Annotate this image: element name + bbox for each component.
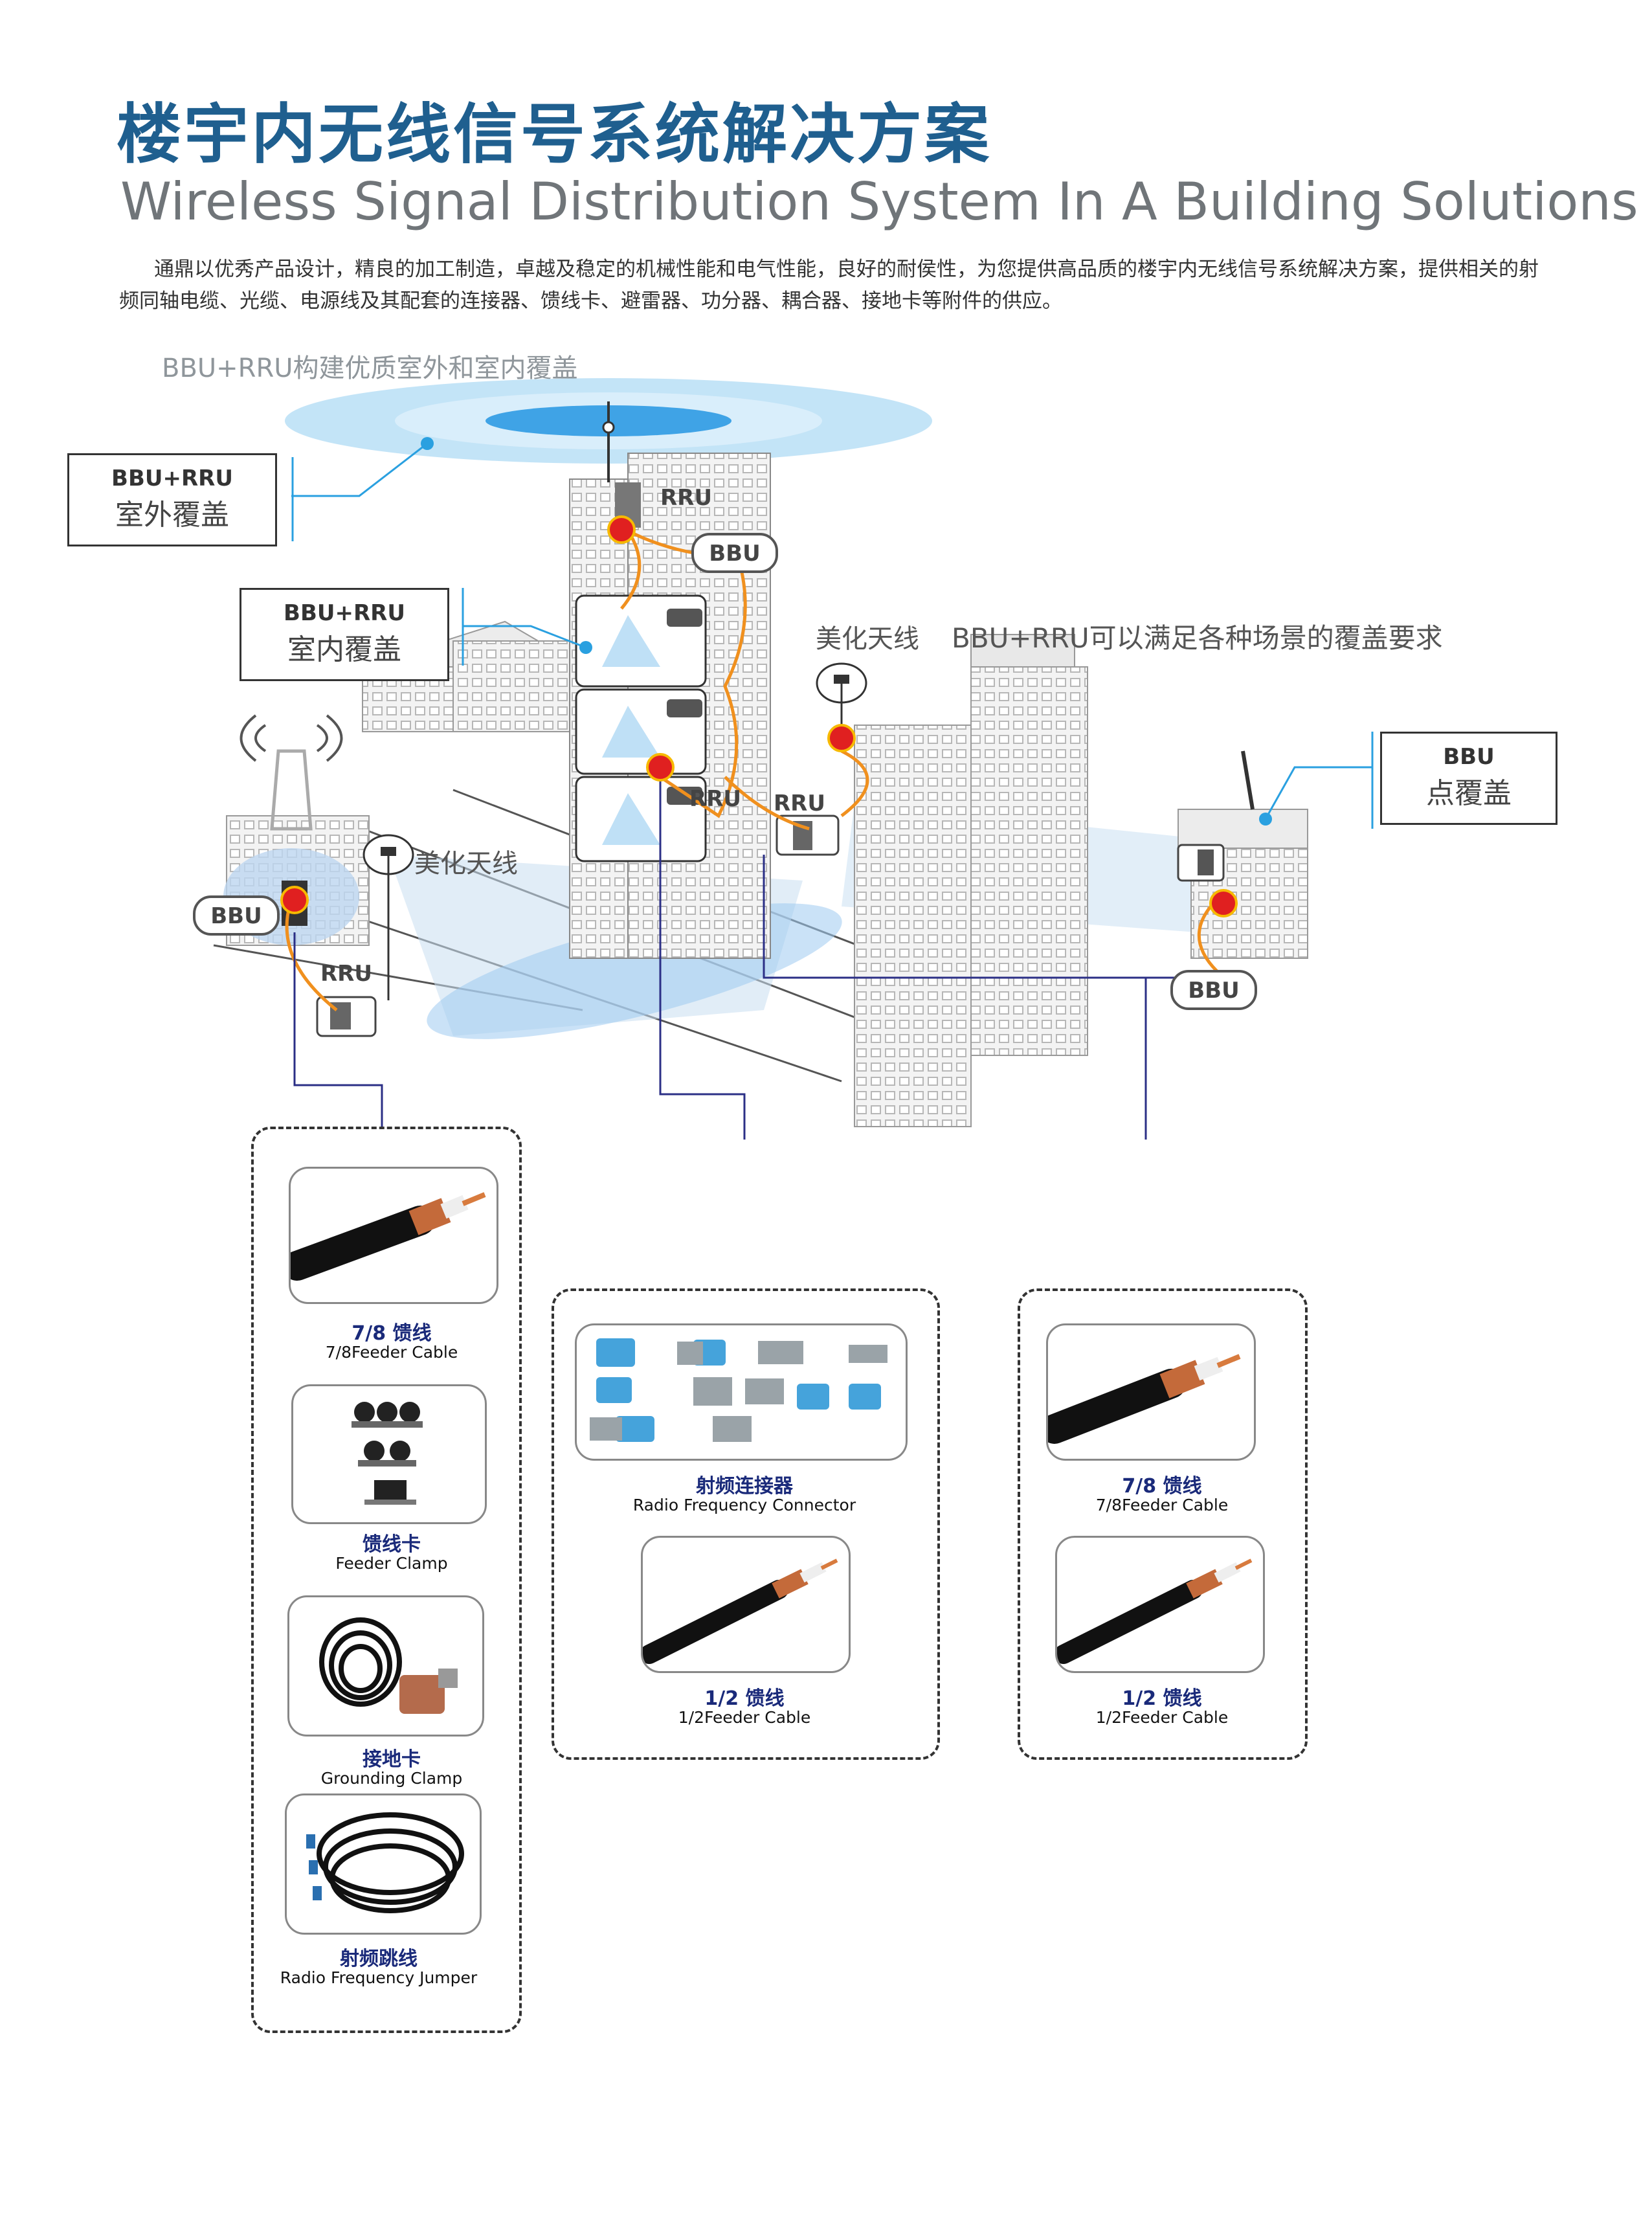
page-title: 楼宇内无线信号系统解决方案 <box>117 96 992 172</box>
intro-paragraph: 通鼎以优秀产品设计，精良的加工制造，卓越及稳定的机械性能和电气性能，良好的耐侯性… <box>119 258 1539 313</box>
base-station-tower-left <box>223 714 377 1037</box>
product-thumb-grounding-clamp <box>287 1595 484 1737</box>
callout-indoor-line1: BBU+RRU <box>284 600 405 626</box>
product-thumb-feeder-12-right <box>1055 1536 1265 1673</box>
node-base-station <box>280 886 309 914</box>
product-thumb-rf-connector <box>575 1323 908 1461</box>
rf-jumper-icon <box>306 1812 464 1913</box>
product-left-4-en: Radio Frequency Jumper <box>280 1968 478 1987</box>
small-building-right <box>1177 750 1308 959</box>
feeder-clamp-icon <box>352 1402 423 1505</box>
product-left-2-en: Feeder Clamp <box>335 1554 448 1573</box>
grounding-clamp-icon <box>319 1617 458 1714</box>
rru-tag-floor: RRU <box>689 786 741 812</box>
signal-nodes <box>280 515 1238 917</box>
page-subtitle: Wireless Signal Distribution System In A… <box>120 172 1638 232</box>
callout-dot-indoor <box>579 641 592 654</box>
callout-outdoor: BBU+RRU 室外覆盖 <box>67 453 277 546</box>
product-thumb-feeder-clamp <box>291 1384 487 1524</box>
rru-tag-top: RRU <box>660 485 712 511</box>
feeder-cable-icon <box>643 1558 838 1664</box>
node-tower-top <box>607 515 636 544</box>
product-left-3-cn: 接地卡 <box>363 1748 421 1771</box>
product-left-1-en: 7/8Feeder Cable <box>325 1343 458 1362</box>
feeder-cable-icon <box>1048 1354 1241 1444</box>
product-thumb-feeder-78 <box>289 1167 498 1304</box>
bbu-tag-left: BBU <box>210 903 262 929</box>
bbu-tag-right: BBU <box>1188 978 1239 1004</box>
product-middle-2-en: 1/2Feeder Cable <box>678 1708 811 1727</box>
product-middle-1-cn: 射频连接器 <box>696 1475 793 1498</box>
product-left-2-cn: 馈线卡 <box>363 1533 421 1556</box>
rf-connector-icon <box>590 1338 887 1442</box>
signal-waves-icon <box>240 714 343 762</box>
antenna-label-left: 美化天线 <box>414 849 518 879</box>
node-right-building <box>1209 889 1238 917</box>
scenarios-note: BBU+RRU可以满足各种场景的覆盖要求 <box>952 622 1443 654</box>
backhaul-links <box>293 770 1191 1140</box>
callout-point: BBU 点覆盖 <box>1380 732 1557 825</box>
product-left-4-cn: 射频跳线 <box>340 1948 418 1970</box>
callout-outdoor-line2: 室外覆盖 <box>115 499 229 532</box>
callout-outdoor-line1: BBU+RRU <box>111 466 233 491</box>
beautified-antenna-left <box>363 834 414 1000</box>
callout-point-line1: BBU <box>1443 744 1495 770</box>
node-tower-floor <box>646 753 675 781</box>
feeder-cable-icon <box>1057 1558 1253 1664</box>
beautified-antenna-middle <box>816 662 867 732</box>
product-middle-2-cn: 1/2 馈线 <box>704 1687 785 1710</box>
scene-caption: BBU+RRU构建优质室外和室内覆盖 <box>162 354 578 383</box>
callout-indoor-line2: 室内覆盖 <box>287 633 401 666</box>
callout-point-line2: 点覆盖 <box>1426 777 1512 810</box>
feeder-cable-icon <box>291 1192 486 1281</box>
callout-indoor: BBU+RRU 室内覆盖 <box>240 588 449 681</box>
callout-dot-outdoor <box>421 437 434 450</box>
rru-tag-middle: RRU <box>774 791 825 816</box>
product-thumb-feeder-12-middle <box>641 1536 851 1673</box>
product-right-1-cn: 7/8 馈线 <box>1122 1475 1202 1498</box>
bbu-tags <box>193 533 1257 1010</box>
product-thumb-rf-jumper <box>285 1793 482 1935</box>
office-complex-left <box>361 620 585 732</box>
antenna-label-middle: 美化天线 <box>816 624 919 654</box>
callout-dot-point <box>1259 813 1272 826</box>
product-left-3-en: Grounding Clamp <box>320 1769 463 1788</box>
product-middle-1-en: Radio Frequency Connector <box>632 1496 856 1514</box>
callout-leaders <box>291 442 1374 829</box>
product-right-2-en: 1/2Feeder Cable <box>1095 1708 1229 1727</box>
product-left-1-cn: 7/8 馈线 <box>352 1322 432 1345</box>
rru-tag-left: RRU <box>320 961 372 987</box>
bbu-tag-tower: BBU <box>709 541 760 567</box>
network-scene-diagram: BBU BBU BBU RRU RRU RRU RRU 美化天线 美化天线 BB… <box>193 378 1443 1140</box>
fiber-links <box>285 529 1225 1011</box>
product-right-1-en: 7/8Feeder Cable <box>1095 1496 1229 1514</box>
product-right-2-cn: 1/2 馈线 <box>1122 1687 1202 1710</box>
node-antenna-middle <box>827 724 856 752</box>
twin-buildings <box>854 634 1088 1127</box>
product-thumb-feeder-78-right <box>1046 1323 1256 1461</box>
